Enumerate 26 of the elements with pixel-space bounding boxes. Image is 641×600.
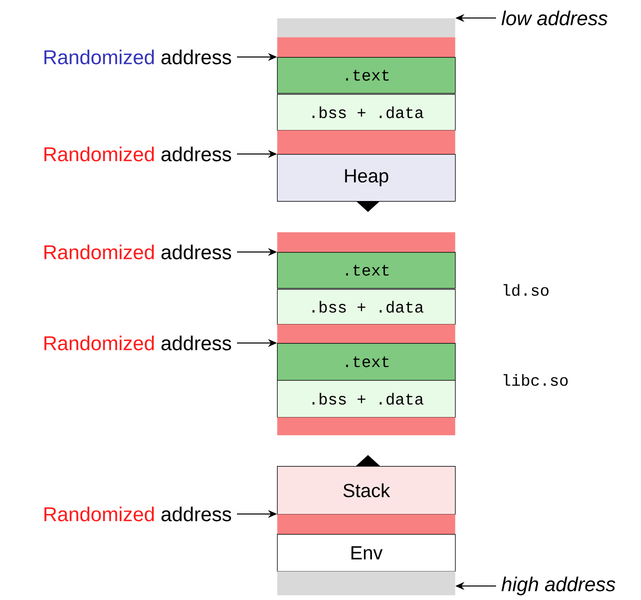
address-label: Randomized address	[44, 50, 232, 64]
segment-box: .text	[277, 252, 456, 289]
segment-box: .bss + .data	[277, 289, 456, 325]
segment-box: .text	[277, 343, 456, 381]
padding-band	[277, 324, 456, 344]
address-label: Randomized address	[44, 244, 232, 260]
padding-band	[277, 37, 456, 58]
address-label: Randomized address	[44, 506, 232, 522]
boundary-band	[277, 18, 456, 38]
address-label: Randomized address	[44, 336, 232, 350]
segment-box: Heap	[277, 154, 456, 202]
library-label: libc.so	[504, 374, 568, 386]
segment-box: .text	[277, 57, 456, 94]
padding-band	[277, 514, 456, 534]
padding-band	[277, 417, 456, 436]
segment-box: Env	[277, 534, 456, 572]
segment-box: .bss + .data	[277, 380, 456, 418]
library-label: ld.so	[504, 284, 548, 296]
padding-band	[277, 232, 456, 252]
address-label: Randomized address	[44, 146, 232, 162]
segment-box: .bss + .data	[277, 94, 456, 131]
boundary-band	[277, 571, 456, 596]
address-label: low address	[502, 10, 608, 26]
address-label: high address	[502, 576, 616, 596]
segment-box: Stack	[277, 466, 456, 515]
padding-band	[277, 130, 456, 154]
